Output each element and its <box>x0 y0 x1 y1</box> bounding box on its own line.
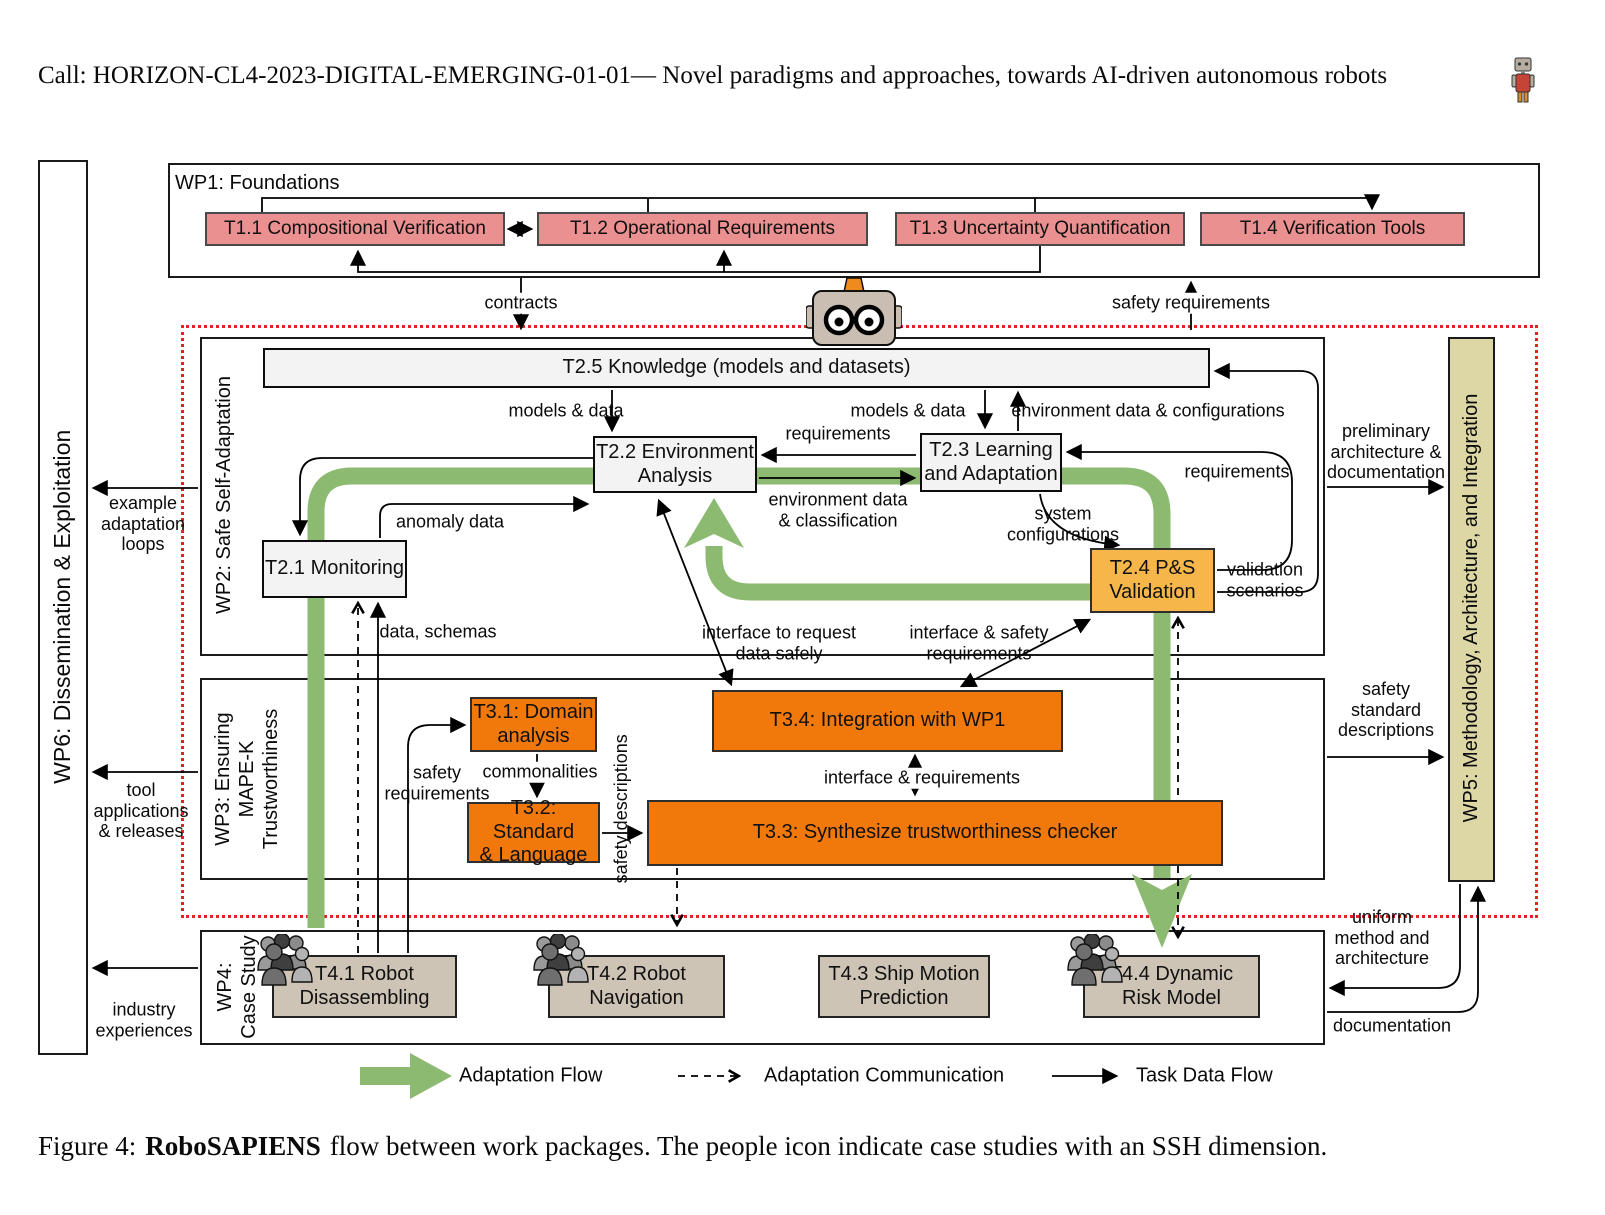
edge-label-safety-descriptions: safety descriptions <box>611 734 632 884</box>
people-icon <box>1066 932 1128 991</box>
task-t3-1: T3.1: Domain analysis <box>470 697 597 752</box>
edge-label-system-configurations: system configurations <box>1006 503 1120 544</box>
edge-label-example-adaptation-loops: example adaptation loops <box>100 493 186 555</box>
task-t4-3: T4.3 Ship Motion Prediction <box>818 955 990 1018</box>
caption-text: flow between work packages. The people i… <box>329 1131 1328 1161</box>
wp6-label: WP6: Dissemination & Exploitation <box>49 429 76 784</box>
task-t1-3: T1.3 Uncertainty Quantification <box>895 212 1185 246</box>
edge-label-preliminary-architecture: preliminary architecture & documentation <box>1326 421 1446 483</box>
task-t4-2: T4.2 Robot Navigation <box>548 955 725 1018</box>
figure-caption: Figure 4: RoboSAPIENS flow between work pa… <box>38 1131 1578 1162</box>
caption-project-name: RoboSAPIENS <box>145 1131 321 1161</box>
edge-label-models-data-right: models & data <box>850 400 966 421</box>
wp4-label: WP4: Case Study <box>214 935 260 1039</box>
edge-label-anomaly-data: anomaly data <box>395 511 505 532</box>
edge-label-requirements-analysis: requirements <box>785 423 891 444</box>
wp5-label: WP5: Methodology, Architecture, and Inte… <box>1460 393 1482 823</box>
task-t2-2: T2.2 Environment Analysis <box>593 436 757 493</box>
robot-logo-icon <box>1508 56 1538 113</box>
task-t2-4: T2.4 P&S Validation <box>1090 548 1215 613</box>
edge-label-industry-experiences: industry experiences <box>95 999 193 1040</box>
wp2-label: WP2: Safe Self-Adaptation <box>213 376 235 614</box>
legend-adaptation-communication: Adaptation Communication <box>764 1064 1005 1087</box>
legend-task-data-flow: Task Data Flow <box>1136 1064 1273 1087</box>
edge-label-requirements-learning: requirements <box>1184 461 1290 482</box>
call-header: Call: HORIZON-CL4-2023-DIGITAL-EMERGING-… <box>38 62 1388 89</box>
edge-label-interface-requirements: interface & requirements <box>820 767 1024 789</box>
edge-label-commonalities: commonalities <box>479 761 601 783</box>
legend-adaptation-flow-arrow <box>360 1053 452 1099</box>
edge-label-safety-requirements-domain: safety requirements <box>384 762 490 803</box>
task-t1-2: T1.2 Operational Requirements <box>537 212 868 246</box>
task-t3-4: T3.4: Integration with WP1 <box>712 690 1063 752</box>
legend-adaptation-flow: Adaptation Flow <box>459 1064 603 1087</box>
edge-label-tool-applications: tool applications & releases <box>93 780 189 842</box>
task-t2-1: T2.1 Monitoring <box>262 540 407 598</box>
edge-label-environment-data-classification: environment data & classification <box>768 489 908 530</box>
task-t1-4: T1.4 Verification Tools <box>1200 212 1465 246</box>
edge-label-data-schemas: data, schemas <box>379 621 497 642</box>
edge-label-documentation: documentation <box>1332 1015 1452 1036</box>
edge-label-contracts: contracts <box>481 292 561 314</box>
edge-label-safety-standard-descriptions: safety standard descriptions <box>1337 679 1435 741</box>
edge-label-interface-safety-requirements: interface & safety requirements <box>909 622 1049 663</box>
task-t2-5: T2.5 Knowledge (models and datasets) <box>263 348 1210 388</box>
edge-label-safety-requirements: safety requirements <box>1108 292 1274 314</box>
people-icon <box>532 932 594 991</box>
wp1-label: WP1: Foundations <box>175 172 340 194</box>
task-t3-3: T3.3: Synthesize trustworthiness checker <box>647 800 1223 866</box>
wp5-container <box>1448 337 1495 882</box>
edge-label-environment-data-configurations: environment data & configurations <box>1011 400 1285 421</box>
edge-label-interface-request-data: interface to request data safely <box>701 622 857 663</box>
edge-label-models-data-left: models & data <box>508 400 624 421</box>
task-t2-3: T2.3 Learning and Adaptation <box>920 433 1062 492</box>
people-icon <box>256 932 318 991</box>
wp3-label: WP3: Ensuring MAPE-K Trustworthiness <box>212 708 282 850</box>
edge-label-uniform-method: uniform method and architecture <box>1334 907 1430 969</box>
task-t3-2: T3.2: Standard & Language <box>467 797 600 866</box>
robot-head-icon <box>805 276 903 351</box>
wp6-container <box>38 160 88 1055</box>
task-t1-1: T1.1 Compositional Verification <box>205 212 505 246</box>
edge-label-validation-scenarios: validation scenarios <box>1226 559 1304 600</box>
caption-figure-label: Figure 4: <box>38 1131 137 1161</box>
